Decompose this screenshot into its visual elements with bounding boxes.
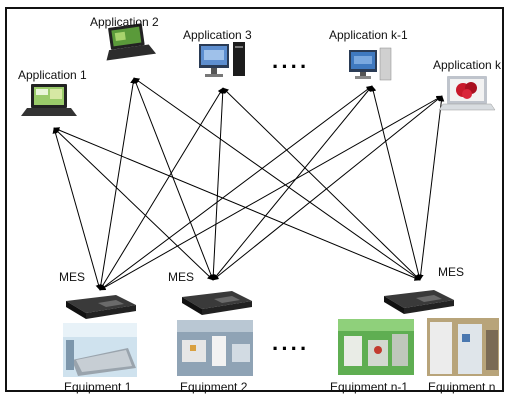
equipment-1-photo xyxy=(63,323,137,377)
application-3-label: Application 3 xyxy=(183,28,252,42)
application-2-laptop-icon xyxy=(106,23,157,61)
mes-3-label: MES xyxy=(438,265,465,279)
equipment-n-1-label: Equipment n-1 xyxy=(330,380,409,394)
connection-app2-mes1 xyxy=(97,77,137,291)
mes-2-label: MES xyxy=(168,270,195,284)
application-1-label: Application 1 xyxy=(18,68,87,82)
application-k-label: Application k xyxy=(433,58,502,72)
equipment-2-label: Equipment 2 xyxy=(180,380,248,394)
equipment-1-label: Equipment 1 xyxy=(64,380,132,394)
equipment-n-photo xyxy=(427,318,499,376)
connection-app1-mes2 xyxy=(53,127,214,281)
connection-app4-mes1 xyxy=(99,85,373,291)
equipment-2-photo xyxy=(177,320,253,376)
connection-lines xyxy=(52,77,445,291)
application-k-laptop-icon xyxy=(438,76,496,111)
connection-app4-mes2 xyxy=(212,85,373,281)
connection-app3-mes3 xyxy=(222,87,421,281)
application-3-desktop-computer-icon xyxy=(199,42,245,77)
mes-2-server-icon xyxy=(182,291,252,315)
connection-app5-mes3 xyxy=(417,95,445,281)
connection-app1-mes1 xyxy=(52,127,102,291)
mes-1-label: MES xyxy=(59,270,86,284)
equipment-n-label: Equipment n xyxy=(428,380,496,394)
connection-app5-mes1 xyxy=(99,95,443,291)
application-k-1-label: Application k-1 xyxy=(329,28,408,42)
mes-3-server-icon xyxy=(384,290,454,314)
application-ellipsis: ···· xyxy=(272,54,310,79)
application-k-1-desktop-computer-icon xyxy=(349,47,392,81)
connection-app2-mes2 xyxy=(133,77,214,281)
equipment-n-1-photo xyxy=(338,319,414,375)
mes-1-server-icon xyxy=(66,295,136,319)
connection-app5-mes2 xyxy=(212,95,443,281)
application-2-label: Application 2 xyxy=(90,15,159,29)
equipment-ellipsis: ···· xyxy=(272,336,310,361)
application-1-laptop-icon xyxy=(21,84,77,116)
connection-app3-mes2 xyxy=(210,87,226,281)
